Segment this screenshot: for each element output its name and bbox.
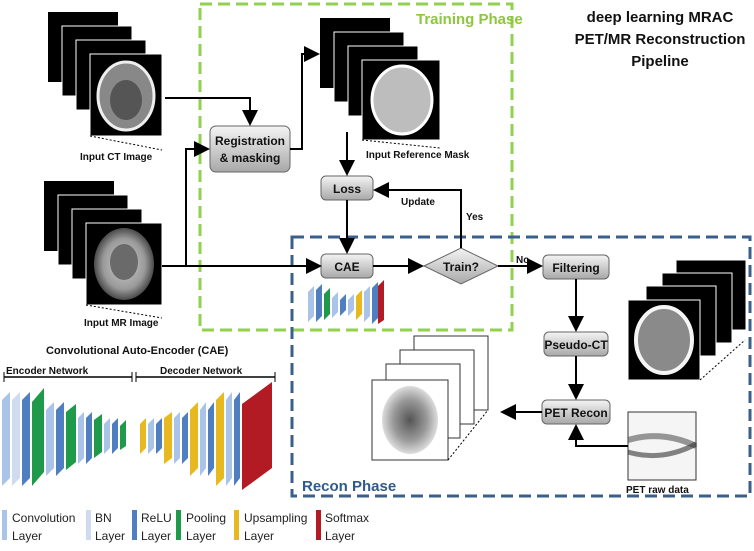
cae-mini-icon [308,280,384,324]
svg-text:Layer: Layer [325,529,355,543]
registration-label-1: Registration [215,134,285,148]
mr-image-label: Input MR Image [84,318,159,329]
svg-text:Convolution: Convolution [12,511,75,525]
flow-arrows [162,46,628,447]
recon-phase-label: Recon Phase [302,478,396,495]
svg-text:ReLU: ReLU [141,511,172,525]
cae-label: CAE [334,260,359,274]
train-label: Train? [443,260,479,274]
filtering-node: Filtering [542,254,610,280]
pet-recon-label: PET Recon [544,406,607,420]
title-line-2: PET/MR Reconstruction [575,31,746,48]
cae-panel-title: Convolutional Auto-Encoder (CAE) [46,345,229,357]
mask-image-label: Input Reference Mask [366,150,470,161]
training-phase-label: Training Phase [416,11,523,28]
recon-phase-box [290,235,752,498]
filtering-label: Filtering [552,261,599,275]
svg-text:Pooling: Pooling [186,511,226,525]
registration-node: Registration & masking [209,125,291,173]
svg-text:Layer: Layer [141,529,171,543]
legend-item-bn: BN Layer [86,510,125,543]
ct-image-label: Input CT Image [80,152,153,163]
pseudo-ct-node: Pseudo-CT [543,331,609,357]
svg-text:Layer: Layer [186,529,216,543]
title-line-3: Pipeline [631,53,689,70]
cae-node: CAE [320,253,374,279]
no-edge-label: No [516,255,529,266]
legend-item-upsampling: Upsampling Layer [234,510,307,543]
pet-raw-label: PET raw data [626,485,689,496]
svg-text:Upsampling: Upsampling [244,511,307,525]
decoder-label: Decoder Network [160,366,243,377]
legend-item-softmax: Softmax Layer [316,510,369,543]
legend-item-convolution: Convolution Layer [2,510,75,543]
svg-text:Softmax: Softmax [325,511,369,525]
mask-image-stack [320,18,441,149]
loss-label: Loss [333,182,361,196]
mr-image-stack [44,181,163,319]
legend-item-pooling: Pooling Layer [176,510,226,543]
encoder-label: Encoder Network [6,366,89,377]
ct-image-stack [48,12,163,151]
pseudo-ct-image-stack [627,259,747,381]
yes-edge-label: Yes [466,212,484,223]
decoder-network-graphic [140,382,272,490]
encoder-network-graphic [2,388,126,486]
update-edge-label: Update [401,197,435,208]
legend: Convolution Layer BN Layer ReLU Layer Po… [2,510,369,543]
train-decision-node: Train? [422,247,500,285]
registration-label-2: & masking [220,151,281,165]
svg-text:BN: BN [95,511,112,525]
svg-text:Layer: Layer [12,529,42,543]
training-phase-box [198,2,514,332]
title-line-1: deep learning MRAC [587,9,734,26]
svg-text:Layer: Layer [244,529,274,543]
pet-raw-sinogram [627,411,698,481]
legend-item-relu: ReLU Layer [132,510,172,543]
pet-recon-node: PET Recon [541,399,611,425]
loss-node: Loss [320,175,374,201]
svg-text:Layer: Layer [95,529,125,543]
pet-recon-image-stack [371,335,489,461]
pseudo-ct-label: Pseudo-CT [544,338,608,352]
